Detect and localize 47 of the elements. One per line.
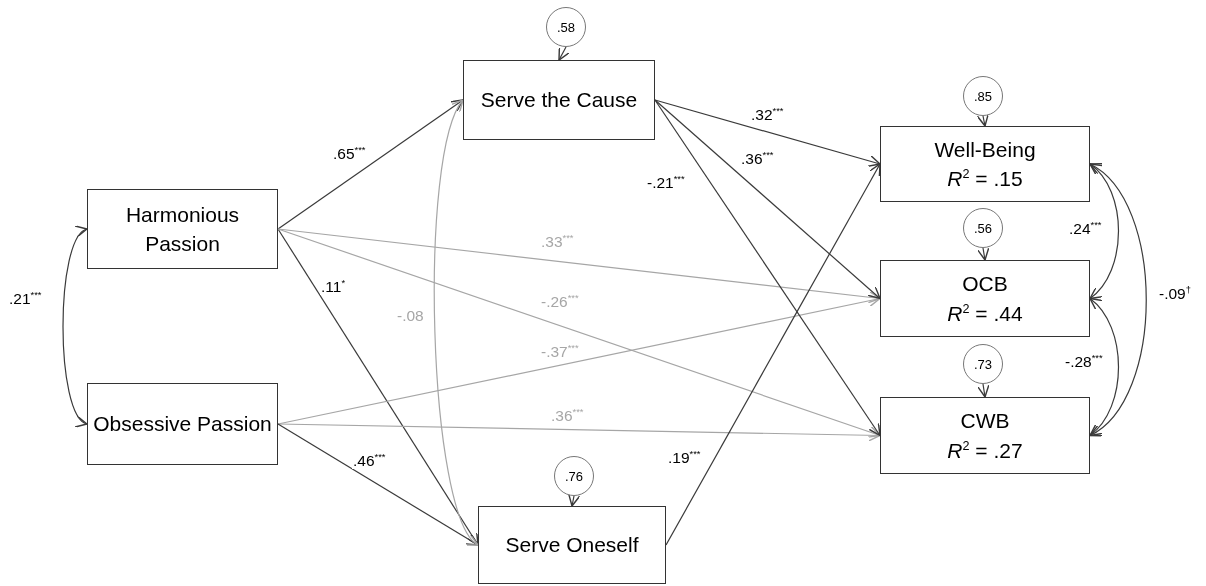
r-squared-value: R$^{2}$ = .27 bbox=[947, 437, 1023, 464]
path-arrow bbox=[977, 383, 990, 398]
error-variance-circle bbox=[546, 7, 586, 47]
error-variance-circle bbox=[963, 344, 1003, 384]
edge-label: .46$^{***}$ bbox=[352, 452, 387, 470]
variance-value: .76 bbox=[564, 468, 584, 484]
variable-box bbox=[880, 397, 1090, 474]
variance-value: .85 bbox=[973, 88, 993, 104]
variable-box bbox=[880, 260, 1090, 337]
path-arrow bbox=[277, 423, 479, 546]
covariance-arrow bbox=[433, 99, 479, 546]
error-variance-circle bbox=[963, 76, 1003, 116]
error-variance-circle bbox=[554, 456, 594, 496]
covariance-arrow bbox=[62, 228, 88, 425]
covariance-arrow bbox=[1089, 163, 1147, 437]
variance-value: .73 bbox=[973, 356, 993, 372]
r-squared-value: R$^{2}$ = .15 bbox=[947, 166, 1023, 192]
r-squared-value: R$^{2}$ = .44 bbox=[947, 300, 1023, 327]
path-arrow bbox=[558, 46, 570, 61]
variable-name: Harmonious Passion bbox=[124, 201, 241, 257]
path-arrow bbox=[665, 163, 881, 546]
variance-value: .56 bbox=[973, 220, 993, 236]
edge-label: .11$^{*}$ bbox=[320, 278, 347, 296]
variance-value: .58 bbox=[556, 19, 576, 35]
covariance-arrow bbox=[1089, 163, 1120, 300]
variable-box bbox=[463, 60, 655, 140]
variable-box bbox=[87, 383, 278, 465]
variable-box bbox=[87, 189, 278, 269]
path-arrow bbox=[654, 99, 881, 167]
variable-name: CWB bbox=[960, 408, 1010, 435]
path-arrow bbox=[977, 247, 990, 261]
path-arrow bbox=[568, 493, 581, 507]
error-variance-circle bbox=[963, 208, 1003, 248]
variable-name: OCB bbox=[962, 271, 1008, 298]
variable-name: Well-Being bbox=[934, 136, 1036, 163]
path-arrow bbox=[654, 99, 881, 437]
variable-name: Serve Oneself bbox=[505, 532, 639, 559]
path-arrow bbox=[654, 99, 881, 300]
path-arrow bbox=[277, 99, 464, 230]
path-arrow bbox=[277, 228, 479, 546]
variable-name: Serve the Cause bbox=[480, 87, 638, 114]
variable-name: Obsessive Passion bbox=[93, 411, 272, 438]
variable-box bbox=[478, 506, 666, 584]
path-arrow bbox=[277, 423, 881, 442]
path-arrow bbox=[976, 113, 989, 127]
variable-box bbox=[880, 126, 1090, 202]
covariance-arrow bbox=[1089, 297, 1120, 437]
